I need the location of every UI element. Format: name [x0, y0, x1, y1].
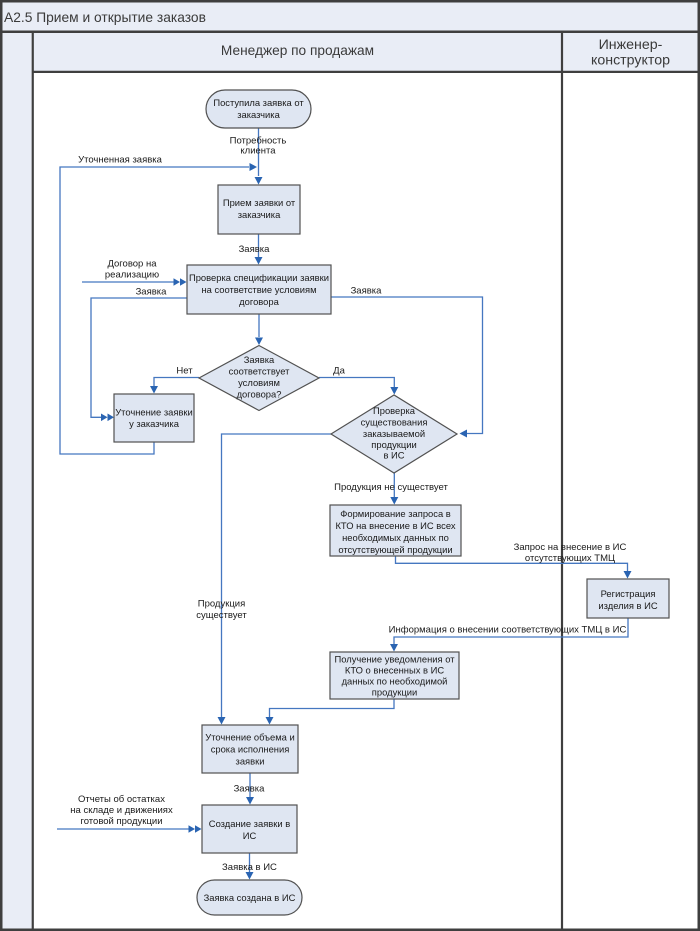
svg-text:клиента: клиента: [240, 146, 276, 157]
svg-text:договора: договора: [239, 296, 279, 307]
svg-text:заявки: заявки: [236, 756, 265, 767]
svg-text:в ИС: в ИС: [383, 450, 404, 461]
svg-text:на складе и движениях: на складе и движениях: [70, 805, 173, 816]
svg-text:существует: существует: [196, 610, 247, 621]
svg-text:соответствует: соответствует: [229, 366, 291, 377]
svg-text:Проверка спецификации заявки: Проверка спецификации заявки: [189, 272, 329, 283]
svg-text:Менеджер по продажам: Менеджер по продажам: [221, 43, 374, 58]
svg-text:срока исполнения: срока исполнения: [211, 744, 290, 755]
svg-text:продукции: продукции: [372, 687, 417, 698]
svg-text:Заявка: Заявка: [234, 784, 266, 795]
svg-text:Заявка: Заявка: [239, 244, 271, 255]
svg-text:Регистрация: Регистрация: [601, 588, 656, 599]
svg-text:готовой продукции: готовой продукции: [80, 816, 162, 827]
svg-text:Формирование запроса в: Формирование запроса в: [340, 508, 451, 519]
svg-text:Заявка создана в ИС: Заявка создана в ИС: [204, 892, 296, 903]
svg-text:Отчеты об остатках: Отчеты об остатках: [78, 794, 165, 805]
svg-text:Уточненная заявка: Уточненная заявка: [78, 155, 163, 166]
svg-text:на соответствие условиям: на соответствие условиям: [201, 284, 316, 295]
svg-text:Потребность: Потребность: [230, 136, 287, 147]
svg-text:Прием заявки от: Прием заявки от: [223, 197, 296, 208]
svg-text:необходимых данных по: необходимых данных по: [342, 532, 449, 543]
svg-text:существования: существования: [361, 417, 428, 428]
svg-text:заказчика: заказчика: [237, 109, 280, 120]
svg-text:отсутствующей продукции: отсутствующей продукции: [338, 544, 452, 555]
svg-text:Договор на: Договор на: [107, 259, 157, 270]
svg-text:Уточнение заявки: Уточнение заявки: [115, 407, 193, 418]
svg-text:Запрос на внесение в ИС: Запрос на внесение в ИС: [514, 542, 627, 553]
svg-text:Заявка в ИС: Заявка в ИС: [222, 862, 277, 873]
svg-text:заказываемой: заказываемой: [363, 428, 425, 439]
svg-text:КТО на внесение в ИС всех: КТО на внесение в ИС всех: [335, 520, 455, 531]
svg-text:Да: Да: [333, 366, 345, 377]
svg-text:Информация о внесении соответс: Информация о внесении соответствующих ТМ…: [389, 625, 627, 636]
svg-text:продукции: продукции: [371, 439, 416, 450]
svg-text:ИС: ИС: [243, 830, 257, 841]
svg-text:Продукция не существует: Продукция не существует: [334, 482, 448, 493]
svg-text:Поступила заявка от: Поступила заявка от: [213, 97, 304, 108]
svg-text:Создание заявки в: Создание заявки в: [209, 818, 290, 829]
svg-text:Заявка: Заявка: [244, 354, 275, 365]
svg-text:условиям: условиям: [238, 377, 280, 388]
svg-text:Уточнение объема и: Уточнение объема и: [205, 732, 295, 743]
svg-text:отсутствующих ТМЦ: отсутствующих ТМЦ: [525, 553, 615, 564]
svg-text:Заявка: Заявка: [351, 286, 383, 297]
svg-text:Проверка: Проверка: [373, 405, 416, 416]
svg-text:у заказчика: у заказчика: [129, 418, 180, 429]
svg-text:конструктор: конструктор: [591, 53, 670, 69]
svg-text:данных по необходимой: данных по необходимой: [342, 676, 448, 687]
svg-text:Получение уведомления от: Получение уведомления от: [334, 654, 455, 665]
svg-text:реализацию: реализацию: [105, 270, 159, 281]
svg-text:Продукция: Продукция: [198, 599, 246, 610]
svg-text:изделия в ИС: изделия в ИС: [598, 600, 657, 611]
svg-text:Инженер-: Инженер-: [599, 37, 663, 53]
svg-text:А2.5 Прием и открытие заказов: А2.5 Прием и открытие заказов: [4, 10, 206, 25]
svg-text:Нет: Нет: [176, 366, 193, 377]
svg-text:договора?: договора?: [237, 389, 282, 400]
svg-text:заказчика: заказчика: [238, 209, 281, 220]
svg-text:Заявка: Заявка: [136, 287, 168, 298]
svg-text:КТО о внесенных в ИС: КТО о внесенных в ИС: [345, 665, 444, 676]
